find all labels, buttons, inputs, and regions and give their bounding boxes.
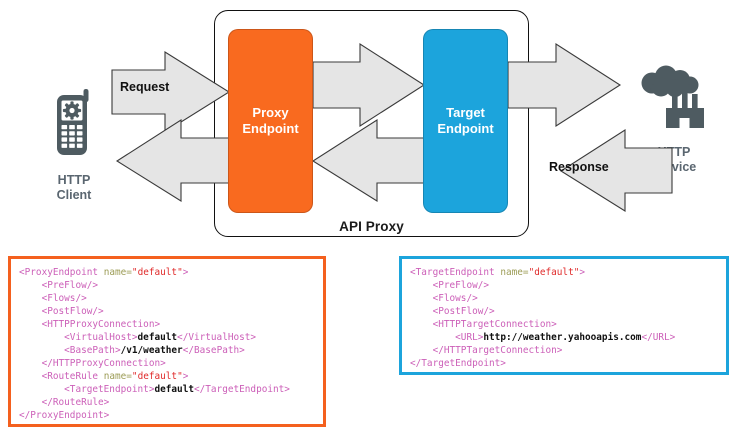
target-endpoint-box[interactable]: Target Endpoint <box>423 29 508 213</box>
http-client-caption: HTTP Client <box>34 173 114 203</box>
arrow-response <box>559 128 673 212</box>
target-endpoint-label-line1: Target <box>446 104 485 120</box>
arrow-target-to-service <box>507 42 622 128</box>
target-endpoint-label-line2: Endpoint <box>437 121 494 136</box>
proxy-endpoint-box[interactable]: Proxy Endpoint <box>228 29 313 213</box>
api-proxy-label: API Proxy <box>339 219 404 234</box>
mobile-phone-gear-icon <box>57 89 89 155</box>
arrow-label-request: Request <box>120 80 170 94</box>
http-client-caption-line2: Client <box>56 188 92 202</box>
target-endpoint-label: Target Endpoint <box>437 105 493 138</box>
cloud-part <box>641 65 699 97</box>
target-endpoint-code-block: <TargetEndpoint name="default"> <PreFlow… <box>399 256 729 375</box>
proxy-endpoint-label-line2: Endpoint <box>242 121 299 136</box>
proxy-endpoint-label: Proxy Endpoint <box>242 105 298 138</box>
factory-part <box>666 92 704 128</box>
arrow-request <box>111 51 231 133</box>
arrow-label-response: Response <box>549 160 609 174</box>
code-line: <TargetEndpoint name="default"> <PreFlow… <box>410 267 676 369</box>
proxy-endpoint-code-block: <ProxyEndpoint name="default"> <PreFlow/… <box>8 256 326 427</box>
proxy-endpoint-label-line1: Proxy <box>252 104 289 120</box>
code-line: <ProxyEndpoint name="default"> <PreFlow/… <box>19 267 290 421</box>
http-client-caption-line1: HTTP <box>57 173 91 187</box>
http-client-node: HTTP Client <box>34 88 114 203</box>
arrow-target-to-proxy <box>311 118 425 202</box>
arrow-proxy-to-client <box>115 118 230 202</box>
factory-cloud-icon <box>641 65 704 128</box>
arrow-proxy-to-target <box>312 42 426 128</box>
